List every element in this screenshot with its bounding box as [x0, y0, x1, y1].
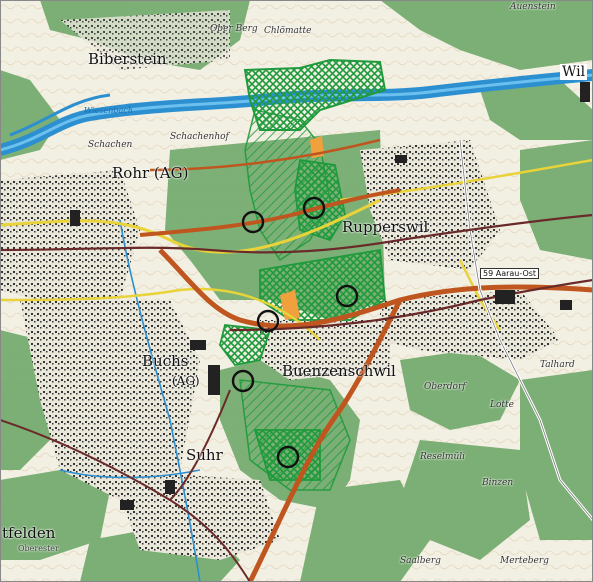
- marker-circle-2: [302, 196, 326, 220]
- marker-circle-4: [256, 309, 280, 333]
- location-markers: [231, 196, 359, 469]
- label-oberdorf: Oberdorf: [424, 382, 466, 392]
- label-rupperswil: Rupperswil: [342, 218, 429, 236]
- label-talhard: Talhard: [540, 360, 575, 370]
- label-buchs: Buchs: [142, 352, 189, 370]
- label-saalberg: Saalberg: [400, 556, 441, 566]
- label-felden: tfelden: [2, 524, 56, 542]
- label-oberberg: Ober Berg: [210, 24, 258, 34]
- hatched-corridor: [219, 58, 387, 491]
- marker-circle-3: [335, 284, 359, 308]
- label-suhr: Suhr: [186, 446, 223, 464]
- label-auenstein: Auenstein: [510, 2, 556, 12]
- label-schachenhof: Schachenhof: [170, 132, 229, 142]
- label-schachen: Schachen: [88, 140, 133, 150]
- label-binzen: Binzen: [482, 478, 514, 488]
- railways: [0, 213, 593, 582]
- buildings: [70, 82, 590, 510]
- marker-circle-6: [276, 445, 300, 469]
- label-aarau-ost: 59 Aarau-Ost: [480, 268, 540, 279]
- label-oberester: Oberester: [18, 544, 59, 553]
- label-reselmuli: Reselmüli: [420, 452, 466, 462]
- label-lotte: Lotte: [490, 400, 514, 410]
- label-rohr: Rohr (AG): [112, 164, 189, 182]
- label-merteberg: Merteberg: [500, 556, 549, 566]
- label-buchs-ag: (AG): [172, 374, 200, 388]
- label-chlomatte: Chlömatte: [264, 26, 312, 36]
- label-biberstein: Biberstein: [88, 50, 167, 68]
- label-wiesenbach: Wiesenbach: [84, 106, 133, 115]
- marker-circle-1: [241, 210, 265, 234]
- marker-circle-5: [231, 369, 255, 393]
- label-buenzenschwil: Buenzenschwil: [282, 362, 396, 380]
- label-wil: Wil: [560, 64, 588, 80]
